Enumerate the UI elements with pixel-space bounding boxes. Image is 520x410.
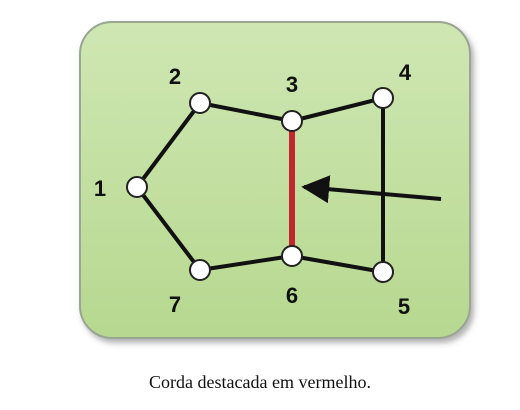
node-label-4: 4 [399,60,412,85]
node-label-1: 1 [94,176,106,201]
pointer-arrow [301,175,442,204]
node-1 [126,176,148,198]
node-5 [372,261,394,283]
edge-1-2 [135,101,202,189]
node-label-3: 3 [286,72,298,97]
node-label-7: 7 [169,292,181,317]
nodes [126,87,394,283]
edge-7-1 [135,185,202,272]
node-label-6: 6 [286,283,298,308]
node-labels: 1 2 3 4 5 6 7 [94,60,412,319]
edge-3-4 [290,96,385,123]
edge-5-6 [290,254,385,274]
figure-caption: Corda destacada em vermelho. [149,372,371,392]
edge-6-7 [198,254,294,272]
node-label-2: 2 [169,64,181,89]
node-6 [281,245,303,267]
node-2 [189,92,211,114]
node-4 [372,87,394,109]
node-3 [281,110,303,132]
edges [135,96,385,274]
node-label-5: 5 [398,294,410,319]
edge-2-3 [198,101,294,123]
node-7 [189,259,211,281]
